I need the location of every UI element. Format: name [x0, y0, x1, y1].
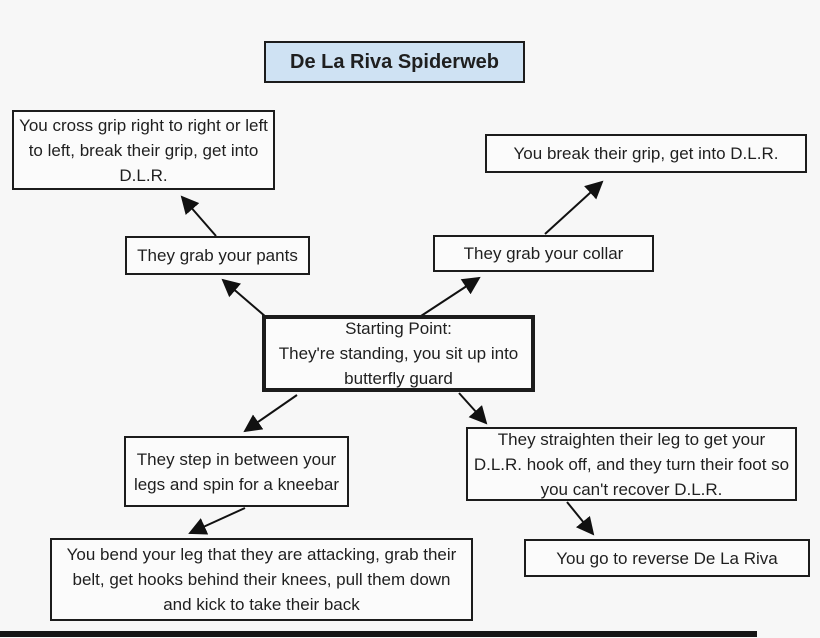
- arrow-starting-to-kneebar: [243, 394, 298, 433]
- node-cross-grip: You cross grip right to right or left to…: [12, 110, 275, 190]
- node-bend-leg: You bend your leg that they are attackin…: [50, 538, 473, 621]
- node-bend-leg-label: You bend your leg that they are attackin…: [66, 545, 457, 614]
- node-starting-point-label: Starting Point: They're standing, you si…: [278, 319, 519, 388]
- node-grab-pants-label: They grab your pants: [137, 246, 298, 265]
- node-kneebar-label: They step in between your legs and spin …: [133, 449, 340, 494]
- arrow-straighten-to-reverse: [566, 501, 595, 536]
- arrow-collar-to-break-grip: [544, 180, 604, 235]
- node-reverse-dlr: You go to reverse De La Riva: [524, 539, 810, 577]
- bottom-artifact-bar: [0, 631, 757, 637]
- node-starting-point: Starting Point: They're standing, you si…: [262, 315, 535, 392]
- arrow-pants-to-cross-grip: [180, 195, 217, 237]
- arrow-starting-to-collar: [420, 276, 481, 317]
- node-straighten-label: They straighten their leg to get your D.…: [473, 429, 790, 499]
- node-kneebar: They step in between your legs and spin …: [124, 436, 349, 507]
- node-grab-pants: They grab your pants: [125, 236, 310, 275]
- diagram-title: De La Riva Spiderweb: [290, 51, 499, 73]
- node-break-grip: You break their grip, get into D.L.R.: [485, 134, 807, 173]
- node-cross-grip-label: You cross grip right to right or left to…: [19, 115, 268, 185]
- node-break-grip-label: You break their grip, get into D.L.R.: [513, 144, 779, 163]
- node-grab-collar: They grab your collar: [433, 235, 654, 272]
- arrow-starting-to-straighten: [458, 392, 488, 425]
- node-straighten: They straighten their leg to get your D.…: [466, 427, 797, 501]
- title-box: De La Riva Spiderweb: [264, 41, 525, 83]
- node-reverse-dlr-label: You go to reverse De La Riva: [556, 548, 778, 568]
- arrow-kneebar-to-bend-leg: [188, 507, 246, 535]
- node-grab-collar-label: They grab your collar: [463, 244, 624, 263]
- arrow-starting-to-pants: [221, 278, 267, 318]
